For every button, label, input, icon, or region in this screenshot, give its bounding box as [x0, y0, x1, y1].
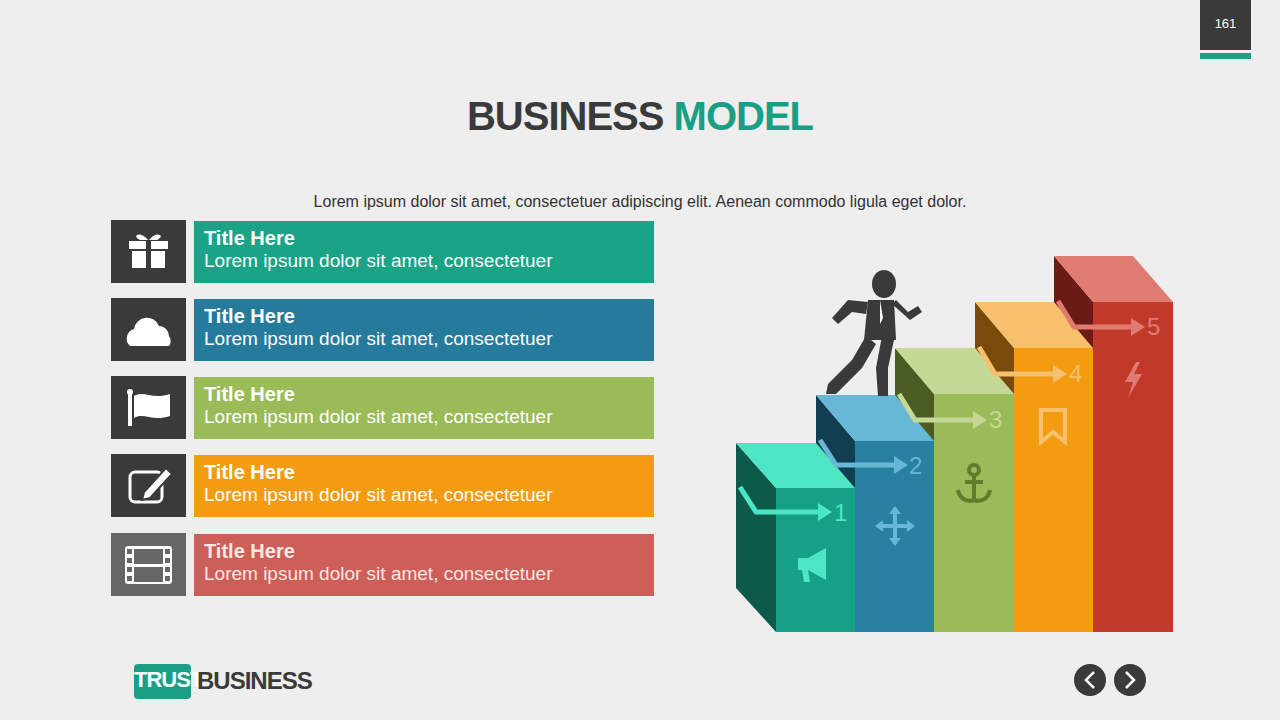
chevron-right	[1126, 672, 1134, 688]
info-bar: Title HereLorem ipsum dolor sit amet, co…	[194, 534, 654, 596]
step-number: 5	[1147, 314, 1160, 340]
step-number: 2	[909, 453, 922, 479]
bar-title: Title Here	[204, 540, 644, 563]
bar-text: Lorem ipsum dolor sit amet, consectetuer	[204, 250, 644, 272]
page-tab	[1200, 0, 1251, 50]
running-man	[826, 270, 922, 396]
column-icons	[798, 362, 1142, 582]
bar-text: Lorem ipsum dolor sit amet, consectetuer	[204, 484, 644, 506]
bar-title: Title Here	[204, 305, 644, 328]
icon-boxes	[111, 220, 186, 596]
edit-icon	[130, 468, 172, 502]
nav-prev	[1074, 664, 1106, 696]
bar-title: Title Here	[204, 461, 644, 484]
nav-next	[1114, 664, 1146, 696]
bar-title: Title Here	[204, 227, 644, 250]
info-bar: Title HereLorem ipsum dolor sit amet, co…	[194, 221, 654, 283]
logo-box	[134, 664, 191, 699]
info-bar: Title HereLorem ipsum dolor sit amet, co…	[194, 377, 654, 439]
bar-text: Lorem ipsum dolor sit amet, consectetuer	[204, 563, 644, 585]
info-bar: Title HereLorem ipsum dolor sit amet, co…	[194, 455, 654, 517]
slide-title: BUSINESS MODEL	[0, 92, 1280, 140]
logo-trust: TRUST	[134, 668, 191, 692]
bar-title: Title Here	[204, 383, 644, 406]
film-icon	[125, 546, 172, 584]
tie	[880, 300, 883, 324]
page-number: 161	[1200, 17, 1251, 31]
cloud-icon	[127, 318, 171, 346]
subtitle: Lorem ipsum dolor sit amet, consectetuer…	[0, 192, 1280, 212]
step-number: 4	[1069, 361, 1082, 387]
info-bar: Title HereLorem ipsum dolor sit amet, co…	[194, 299, 654, 361]
chevron-left	[1086, 672, 1094, 688]
staircase	[736, 256, 1173, 632]
step-arrows	[740, 301, 1145, 521]
bar-text: Lorem ipsum dolor sit amet, consectetuer	[204, 406, 644, 428]
step-number: 3	[989, 407, 1002, 433]
logo-business: BUSINESS	[197, 668, 312, 694]
gift-icon	[129, 235, 168, 268]
step-number: 1	[834, 500, 847, 526]
bar-text: Lorem ipsum dolor sit amet, consectetuer	[204, 328, 644, 350]
page-tab-bar	[1200, 53, 1251, 59]
flag-icon	[127, 389, 170, 426]
